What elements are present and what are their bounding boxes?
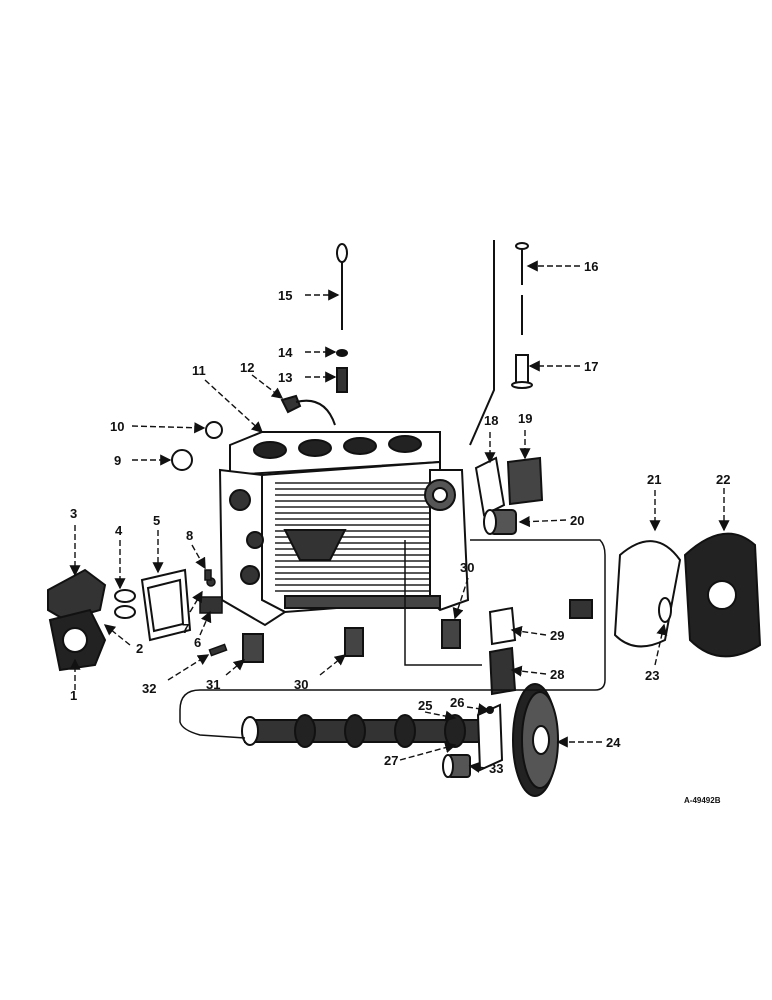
cam-bushing (483, 509, 517, 535)
callout-label: 16 (584, 259, 598, 274)
callout-label: 10 (110, 419, 124, 434)
callout-label: 11 (192, 363, 206, 378)
callout-label: 26 (450, 695, 464, 710)
callout-label: 30 (460, 560, 474, 575)
timing-gear-cover (683, 532, 762, 658)
small-parts-left (199, 569, 228, 657)
rear-gasket (140, 568, 192, 642)
callout-label: 18 (484, 413, 498, 428)
callout-label: 32 (142, 681, 156, 696)
side-covers (474, 456, 544, 517)
rear-main-seal-retainer (47, 568, 107, 672)
leader-loops (179, 539, 606, 739)
callout-label: 2 (136, 641, 143, 656)
callout-label: 30 (294, 677, 308, 692)
callout-label: 3 (70, 506, 77, 521)
callout-label: 29 (550, 628, 564, 643)
callout-label: 31 (206, 677, 220, 692)
callout-label: 1 (70, 688, 77, 703)
oil-seal (658, 597, 672, 623)
callout-label: 5 (153, 513, 160, 528)
camshaft (241, 714, 486, 748)
callout-label: 9 (114, 453, 121, 468)
callout-label: 4 (115, 523, 123, 538)
callout-label: 15 (278, 288, 292, 303)
callout-label: 20 (570, 513, 584, 528)
callout-label: 21 (647, 472, 661, 487)
callout-leaders (69, 260, 730, 773)
callout-label: 24 (606, 735, 621, 750)
callout-label: 22 (716, 472, 730, 487)
callout-label: 19 (518, 411, 532, 426)
callout-label: 6 (194, 635, 201, 650)
callout-label: 12 (240, 360, 254, 375)
callout-label: 27 (384, 753, 398, 768)
spacer (442, 754, 471, 778)
tappet-blocks (242, 599, 593, 696)
camshaft-gear (512, 683, 559, 797)
callout-label: 28 (550, 667, 564, 682)
engine-block (218, 431, 470, 627)
callout-label: 33 (489, 761, 503, 776)
rear-seal-halves (114, 589, 136, 619)
reference-code: A-49492B (684, 796, 721, 805)
callout-label: 13 (278, 370, 292, 385)
callout-labels: 1 2 3 4 5 6 7 8 9 10 11 12 13 14 15 16 1… (70, 259, 730, 805)
expansion-plugs (171, 421, 223, 471)
callout-label: 8 (186, 528, 193, 543)
callout-label: 7 (182, 621, 189, 636)
callout-label: 14 (278, 345, 293, 360)
callout-label: 23 (645, 668, 659, 683)
dipstick-assembly (280, 243, 348, 426)
callout-label: 25 (418, 698, 432, 713)
push-rods (469, 240, 533, 446)
front-gasket (613, 540, 682, 648)
callout-label: 17 (584, 359, 598, 374)
